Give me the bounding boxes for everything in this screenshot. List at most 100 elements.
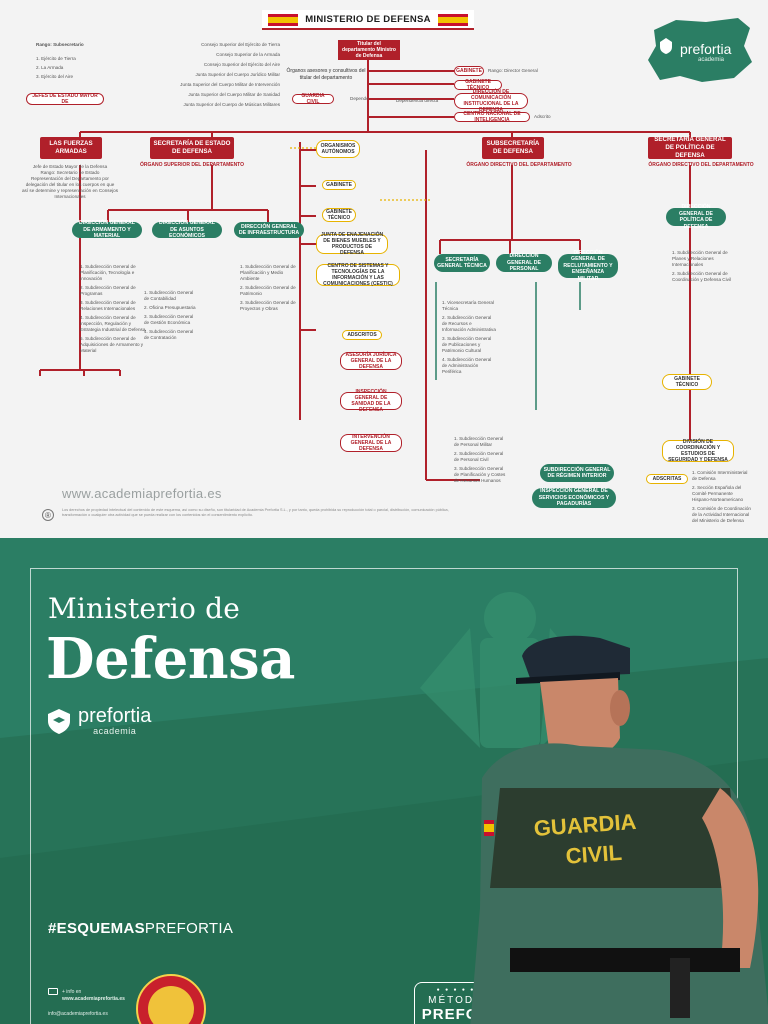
award-ring	[148, 986, 194, 1024]
dgp-list: 1. Subdirección General de Personal Mili…	[454, 436, 506, 484]
guardia-civil-officer-image: GUARDIA CIVIL	[470, 635, 768, 1024]
dgae-item: 2. Oficina Presupuestaria	[144, 304, 196, 310]
website-url[interactable]: www.academiaprefortia.es	[62, 486, 222, 501]
dgam-item: 3. Subdirección General de Relaciones In…	[80, 299, 136, 311]
logo-sub: academia	[93, 726, 137, 736]
intervencion-general-box: INTERVENCIÓN GENERAL DE LA DEFENSA	[340, 434, 402, 452]
dgae-item: 4. Subdirección General de Contratación	[144, 328, 194, 340]
asesores-list: Consejo Superior del Ejército de Tierra …	[160, 42, 280, 108]
sgt-box: SECRETARÍA GENERAL TÉCNICA	[434, 254, 490, 272]
legal-notice: Los derechos de propiedad intelectual de…	[62, 508, 449, 517]
badge-logo-sub: academia	[698, 57, 725, 63]
gabinete-tecnico-box: GABINETE TÉCNICO	[454, 79, 502, 91]
org-chart: MINISTERIO DE DEFENSA Titular del depart…	[0, 0, 768, 538]
spain-flag-right	[438, 14, 468, 26]
sedef-header: SECRETARÍA DE ESTADO DE DEFENSA	[150, 137, 234, 159]
titular-box: Titular del departamento Ministro de Def…	[338, 40, 400, 60]
inspeccion-sanidad-box: INSPECCIÓN GENERAL DE SANIDAD DE LA DEFE…	[340, 389, 402, 413]
dgam-item: 5. Subdirección General de Adquisiciones…	[80, 335, 144, 353]
asesoria-juridica-box: ASESORÍA JURÍDICA GENERAL DE LA DEFENSA	[340, 352, 402, 370]
adscritas-list: 1. Comisión Interministerial de Defensa …	[692, 470, 752, 524]
dgam-box: DIRECCIÓN GENERAL DE ARMAMENTO Y MATERIA…	[72, 220, 142, 239]
prefortia-map-badge	[648, 18, 752, 82]
sgt-item: 2. Subdirección General de Recursos e In…	[442, 314, 496, 332]
contact-line3[interactable]: info@academiaprefortia.es	[48, 1010, 108, 1017]
fuerzas-text: Jefe de Estado Mayor de la Defensa Rango…	[22, 164, 119, 199]
adscrita-item: 2. Sección Española del Comité Permanent…	[692, 484, 744, 502]
dgin-box: DIRECCIÓN GENERAL DE INFRAESTRUCTURA	[234, 222, 304, 238]
dependencia-directa-label: Dependencia directa	[396, 98, 439, 103]
sgt-list: 1. Vicesecretaría General Técnica 2. Sub…	[442, 300, 496, 375]
spain-flag-left	[268, 14, 298, 26]
sedef-gabinete-tecnico-box: GABINETE TÉCNICO	[322, 208, 356, 222]
contact-line1: + info en	[62, 988, 82, 995]
cover-frame	[30, 568, 738, 1024]
inspeccion-servicios-box: INSPECCIÓN GENERAL DE SERVICIOS ECONÓMIC…	[532, 488, 616, 508]
jefes-box: JEFES DE ESTADO MAYOR DE	[26, 93, 104, 105]
sedef-gabinete-box: GABINETE	[322, 180, 356, 190]
adscrita-item: 3. Comisión de Coordinación de la Activi…	[692, 505, 751, 523]
division-coordinacion-box: DIVISIÓN DE COORDINACIÓN Y ESTUDIOS DE S…	[662, 439, 734, 463]
cover-title-line1: Ministerio de	[48, 592, 240, 625]
sgpd-organo: ÓRGANO DIRECTIVO DEL DEPARTAMENTO	[648, 162, 754, 168]
gabinete-rango: Rango: Director General	[488, 68, 538, 73]
sgpd-item: 1. Subdirección General de Planes y Rela…	[672, 250, 728, 267]
connector-lines	[39, 60, 691, 481]
dgae-item: 1. Subdirección General de Contabilidad	[144, 290, 194, 301]
adscritos-box: ADSCRITOS	[342, 330, 382, 340]
adscritas-box: ADSCRITAS	[646, 474, 688, 484]
chart-title: MINISTERIO DE DEFENSA	[305, 13, 431, 25]
award-seal	[136, 974, 206, 1024]
jefe-item: 3. Ejército del Aire	[36, 73, 74, 79]
jefes-list: Rango: Subsecretario 1. Ejército de Tier…	[36, 42, 116, 80]
cover-panel: Ministerio de Defensa prefortia academia…	[0, 538, 768, 1024]
gabinete-box: GABINETE	[454, 66, 484, 76]
logo-name: prefortia	[78, 705, 152, 727]
cover-title-line2: Defensa	[46, 626, 295, 692]
dircom-box: DIRECCIÓN DE COMUNICACIÓN INSTITUCIONAL …	[454, 89, 528, 113]
badge-logo-name: prefortia	[680, 41, 732, 57]
fuerzas-armadas-header: LAS FUERZAS ARMADAS	[40, 137, 102, 159]
sg-regimen-interior-box: SUBDIRECCIÓN GENERAL DE RÉGIMEN INTERIOR	[540, 464, 614, 482]
guardia-civil-box: GUARDIA CIVIL	[292, 93, 334, 105]
sgt-item: 1. Vicesecretaría General Técnica	[442, 300, 495, 311]
subsecretaria-header: SUBSECRETARÍA DE DEFENSA	[482, 137, 544, 159]
organismos-autonomos-box: ORGANISMOS AUTÓNOMOS	[316, 140, 360, 158]
laptop-icon	[48, 988, 58, 995]
dgam-item: 1. Subdirección General de Planificación…	[80, 264, 136, 281]
hashtag-bold: #ESQUEMAS	[48, 920, 145, 937]
vest-line2: CIVIL	[565, 840, 623, 869]
dgp-item: 3. Subdirección General de Planificación…	[454, 465, 506, 483]
cestic-box: CENTRO DE SISTEMAS Y TECNOLOGÍAS DE LA I…	[316, 263, 400, 287]
dgae-list: 1. Subdirección General de Contabilidad …	[144, 290, 196, 341]
dgam-item: 2. Subdirección General de Programas	[80, 284, 136, 296]
junta-enajenacion-box: JUNTA DE ENAJENACIÓN DE BIENES MUEBLES Y…	[316, 232, 388, 256]
dgp-item: 2. Subdirección General de Personal Civi…	[454, 450, 504, 462]
shield-icon	[48, 709, 70, 734]
jefes-rango: Rango: Subsecretario	[36, 42, 84, 47]
hashtag-rest: PREFORTIA	[144, 920, 234, 937]
contact-line2[interactable]: www.academiaprefortia.es	[62, 995, 125, 1002]
dgam-list: 1. Subdirección General de Planificación…	[80, 264, 148, 354]
dgin-item: 1. Subdirección General de Planificación…	[240, 264, 296, 281]
jefe-item: 2. La Armada	[36, 64, 64, 70]
sgpd-header: SECRETARÍA GENERAL DE POLÍTICA DE DEFENS…	[648, 136, 732, 159]
contact-block: + info en www.academiaprefortia.es info@…	[48, 988, 125, 1018]
jefe-item: 1. Ejército de Tierra	[36, 55, 76, 61]
hashtag: #ESQUEMASPREFORTIA	[48, 920, 233, 937]
sgt-item: 4. Subdirección General de Administració…	[442, 356, 492, 374]
sgpd-gabinete-tecnico-box: GABINETE TÉCNICO	[662, 374, 712, 390]
sub-organo: ÓRGANO DIRECTIVO DEL DEPARTAMENTO	[466, 162, 572, 168]
dots-icon: ● ● ● ● ●	[436, 987, 476, 993]
asesor-item: Consejo Superior del Ejército de Tierra	[201, 42, 280, 47]
asesor-item: Junta Superior del Cuerpo de Músicas Mil…	[183, 101, 280, 107]
cni-adscrito: Adscrito	[534, 114, 551, 119]
dgp-item: 1. Subdirección General de Personal Mili…	[454, 436, 504, 447]
organos-asesores-label: Órganos asesores y consultivos del titul…	[286, 68, 366, 81]
dgae-box: DIRECCIÓN GENERAL DE ASUNTOS ECONÓMICOS	[152, 220, 222, 239]
dgin-list: 1. Subdirección General de Planificación…	[240, 264, 296, 312]
sedef-organo: ÓRGANO SUPERIOR DEL DEPARTAMENTO	[139, 162, 245, 168]
prefortia-logo: prefortia academia	[46, 706, 151, 736]
sgt-item: 3. Subdirección General de Publicaciones…	[442, 335, 492, 353]
asesor-item: Consejo Superior del Ejército del Aire	[203, 61, 280, 67]
